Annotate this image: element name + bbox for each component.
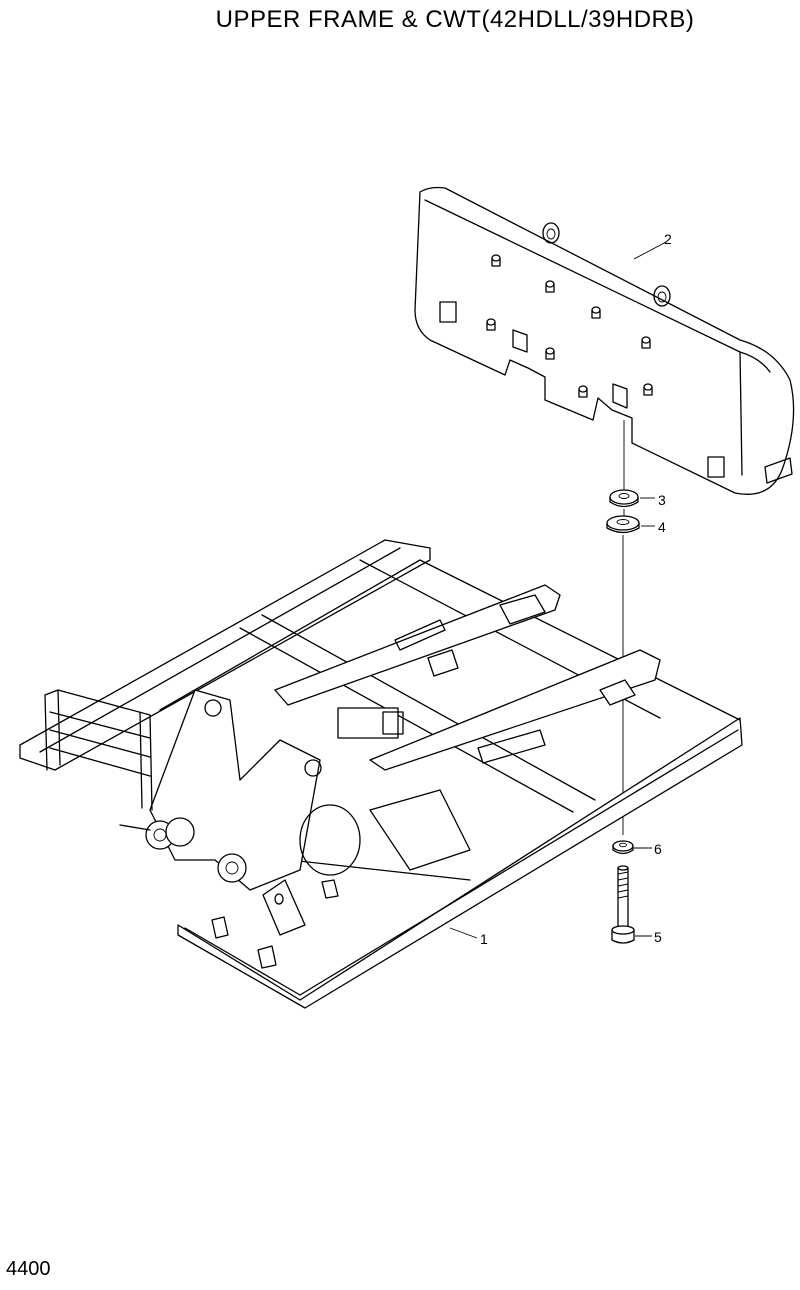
- bolt-icon: [611, 865, 635, 944]
- washer-icon: [609, 489, 639, 508]
- callout-leaders: [449, 241, 667, 939]
- washer-icon: [606, 515, 640, 534]
- washer-icon: [612, 840, 634, 855]
- callout-1: 1: [480, 931, 488, 947]
- page-number: 4400: [6, 1258, 51, 1280]
- upper-frame-icon: [19, 539, 743, 1009]
- callout-2: 2: [664, 231, 672, 247]
- counterweight-icon: [414, 186, 795, 495]
- callout-5: 5: [654, 929, 662, 945]
- callout-6: 6: [654, 841, 662, 857]
- callout-4: 4: [658, 519, 666, 535]
- page-title: UPPER FRAME & CWT(42HDLL/39HDRB): [215, 6, 695, 33]
- callout-3: 3: [658, 492, 666, 508]
